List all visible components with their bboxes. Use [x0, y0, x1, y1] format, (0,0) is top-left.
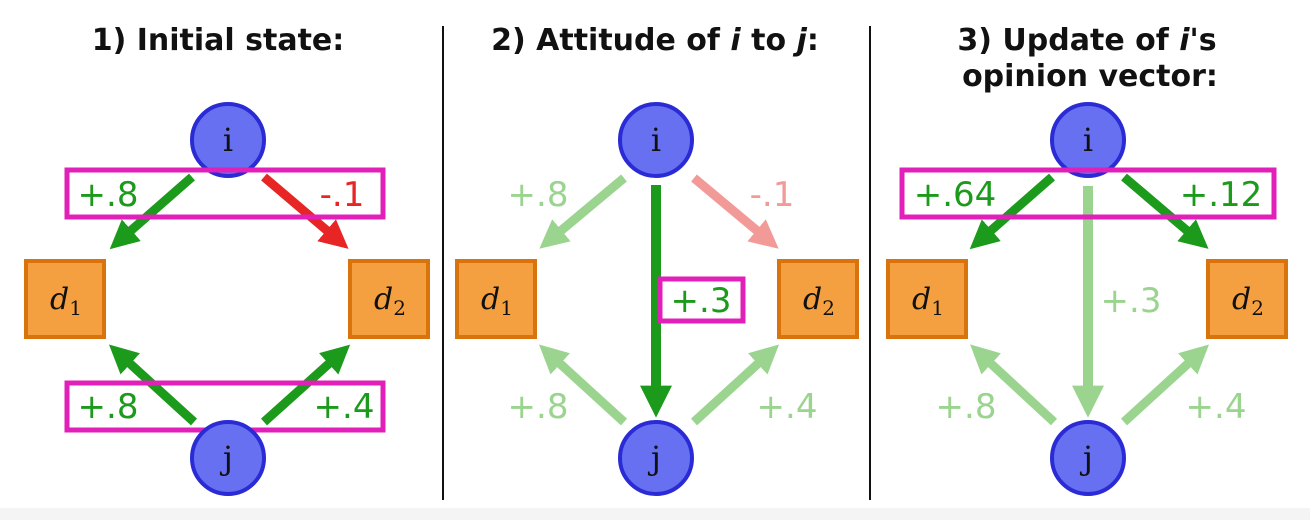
document-d2-node	[348, 259, 430, 339]
label-updated-d2: +.12	[1180, 175, 1263, 215]
panel-3-title-line-1: 3) Update of i's	[957, 23, 1216, 58]
agent-j-node	[618, 420, 694, 496]
document-d2-node	[777, 259, 859, 339]
document-d1-label: d1	[50, 282, 82, 320]
agent-i-node	[190, 102, 266, 178]
label-j-d2: +.4	[757, 387, 818, 427]
panel-3-title-line-2: opinion vector:	[962, 59, 1218, 94]
label-i-d1: +.8	[508, 175, 569, 215]
document-d1-node	[455, 259, 537, 339]
panel-initial-state: 1) Initial state: i +.8 -.1 d1 d2 +.8 +.…	[24, 23, 430, 496]
agent-i-label: i	[1083, 121, 1093, 159]
document-d1-label: d1	[481, 282, 513, 320]
arrow-j-to-d1	[970, 344, 1058, 426]
document-d2-node	[1206, 259, 1288, 339]
highlight-box-updated-opinions	[899, 167, 1277, 220]
document-d1-node	[886, 259, 968, 339]
arrow-j-to-d1	[538, 344, 628, 426]
arrow-j-to-d2	[260, 344, 351, 426]
panel-2-title: 2) Attitude of i to j:	[491, 23, 819, 58]
agent-j-label: j	[219, 439, 233, 477]
highlight-box-i-opinions	[64, 167, 386, 220]
document-d2-label: d2	[803, 282, 835, 320]
agent-j-label: j	[1079, 439, 1093, 477]
panel-update: 3) Update of i's opinion vector: i +.64 …	[886, 23, 1288, 496]
document-d2-label: d2	[374, 282, 406, 320]
document-d1-node	[24, 259, 106, 339]
agent-i-label: i	[651, 121, 661, 159]
document-d1-label: d1	[912, 282, 944, 320]
label-i-j: +.3	[1101, 281, 1162, 321]
label-j-d2: +.4	[314, 387, 375, 427]
label-j-d1: +.8	[936, 387, 997, 427]
agent-j-node	[190, 420, 266, 496]
panel-attitude: 2) Attitude of i to j: i +.8 -.1 d1 d2 +…	[455, 23, 859, 496]
agent-j-node	[1050, 420, 1126, 496]
arrow-j-to-d2	[1120, 344, 1210, 426]
agent-j-label: j	[647, 439, 661, 477]
label-j-d1: +.8	[78, 387, 139, 427]
panel-1-title: 1) Initial state:	[92, 23, 345, 58]
document-d2-label: d2	[1232, 282, 1264, 320]
arrow-i-to-d2	[691, 174, 779, 249]
label-j-d2: +.4	[1186, 387, 1247, 427]
arrow-i-to-d1-updated	[969, 173, 1055, 250]
highlight-box-i-to-j	[657, 276, 746, 324]
label-j-d1: +.8	[508, 387, 569, 427]
agent-i-label: i	[223, 121, 233, 159]
opinion-update-diagram: 1) Initial state: i +.8 -.1 d1 d2 +.8 +.…	[24, 23, 1288, 500]
arrow-j-to-d2	[690, 344, 780, 426]
agent-i-node	[618, 102, 694, 178]
label-i-d1: +.8	[78, 175, 139, 215]
label-i-d2: -.1	[320, 175, 365, 215]
arrow-i-to-d2	[261, 173, 349, 249]
arrow-i-to-d2-updated	[1121, 173, 1209, 249]
agent-i-node	[1050, 102, 1126, 178]
label-i-j: +.3	[671, 281, 732, 321]
bottom-strip	[0, 508, 1310, 520]
arrow-j-to-d1	[108, 344, 198, 426]
arrow-i-to-d1	[109, 173, 195, 250]
arrow-i-to-d1	[539, 174, 627, 249]
label-updated-d1: +.64	[914, 175, 997, 215]
label-i-d2: -.1	[750, 175, 795, 215]
